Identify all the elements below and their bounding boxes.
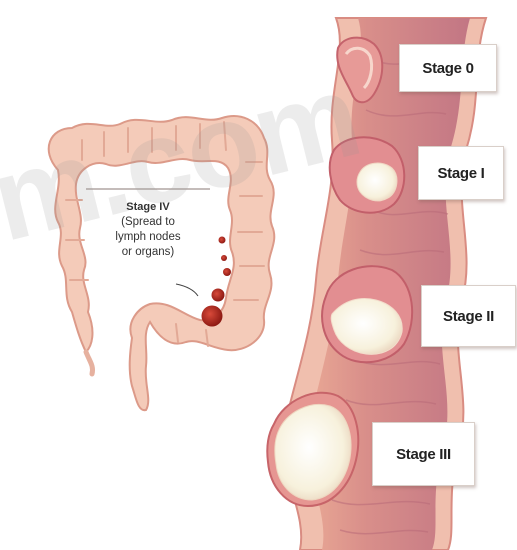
stage-4-desc-line-3: or organs) — [88, 245, 208, 260]
lymph-node-1 — [219, 237, 226, 244]
stage-iv-pointer — [176, 284, 198, 296]
stage-4-desc-line-1: (Spread to — [88, 215, 208, 230]
stage-1-label: Stage I — [418, 146, 504, 200]
lymph-node-2 — [221, 255, 227, 261]
appendix — [86, 352, 93, 374]
stage-4-desc-line-2: lymph nodes — [88, 230, 208, 245]
stage-4-title: Stage IV — [88, 200, 208, 215]
lymph-node-3 — [223, 268, 231, 276]
stage-0-label: Stage 0 — [399, 44, 497, 92]
lymph-node-5 — [202, 306, 223, 327]
stage-2-label: Stage II — [421, 285, 516, 347]
stage-4-caption: Stage IV (Spread to lymph nodes or organ… — [88, 200, 208, 260]
stage-3-label: Stage III — [372, 422, 475, 486]
lymph-node-4 — [212, 289, 225, 302]
